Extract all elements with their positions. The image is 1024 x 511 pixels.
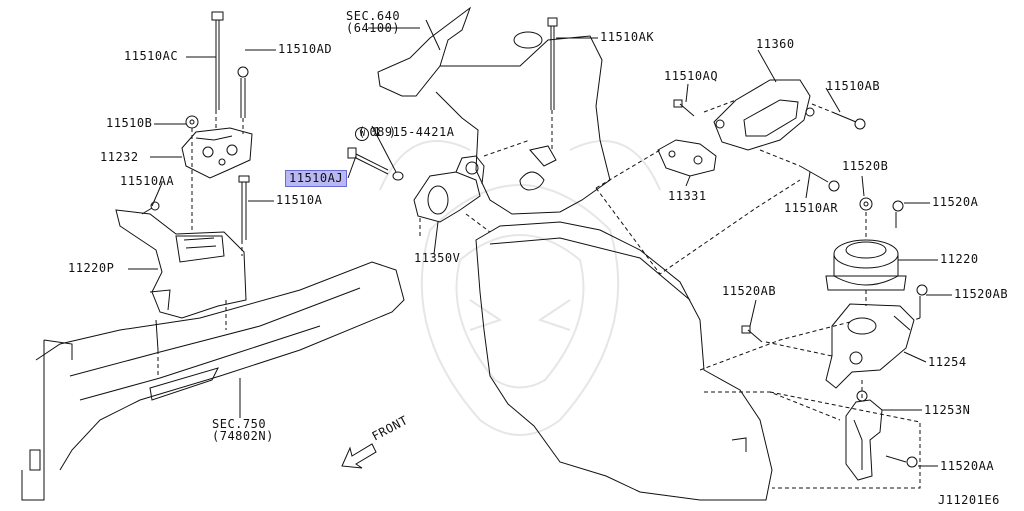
callout-11510AJ-highlighted[interactable]: 11510AJ	[285, 170, 348, 187]
callout-11510AD[interactable]: 11510AD	[278, 42, 333, 56]
section-ref-640-code: (64100)	[346, 21, 401, 35]
callout-11510AA[interactable]: 11510AA	[120, 174, 175, 188]
callout-11220P[interactable]: 11220P	[68, 261, 115, 275]
dashed-leaders-right-lower	[699, 212, 921, 489]
section-ref-750-code: (74802N)	[212, 429, 274, 443]
dashed-leaders-left	[157, 110, 244, 378]
engine-block	[475, 221, 773, 501]
washer-quantity: ( 1 )	[358, 125, 397, 139]
bolt-11510AJ[interactable]	[347, 147, 389, 175]
washer-symbol-icon: W	[355, 127, 370, 141]
callout-11253N[interactable]: 11253N	[924, 403, 971, 417]
callout-11232[interactable]: 11232	[100, 150, 139, 164]
bracket-11331[interactable]	[657, 139, 717, 177]
diagram-id: J11201E6	[938, 493, 1000, 507]
bolt-11520A[interactable]	[892, 200, 904, 228]
section-ref-750-title: SEC.750	[212, 417, 267, 431]
bolt-11510AQ[interactable]	[673, 99, 695, 117]
bracket-11254[interactable]	[825, 303, 915, 389]
mount-11360[interactable]	[713, 79, 815, 151]
dashed-leaders-right-upper	[595, 99, 833, 275]
bolt-11510AR[interactable]	[799, 165, 840, 192]
callout-11520AA[interactable]: 11520AA	[940, 459, 995, 473]
callout-11520B[interactable]: 11520B	[842, 159, 889, 173]
bracket-11232[interactable]	[181, 127, 253, 179]
nut-11510B[interactable]	[185, 115, 199, 129]
callout-11360[interactable]: 11360	[756, 37, 795, 51]
nut-11520B[interactable]	[859, 197, 873, 211]
mount-11350V[interactable]	[413, 155, 485, 223]
callout-11510B[interactable]: 11510B	[106, 116, 153, 130]
label-leader-lines	[128, 19, 952, 467]
callout-11520AB-left[interactable]: 11520AB	[722, 284, 777, 298]
callout-11510A[interactable]: 11510A	[276, 193, 323, 207]
mount-11220P[interactable]	[115, 209, 247, 351]
callout-11510AQ[interactable]: 11510AQ	[664, 69, 719, 83]
callout-11510AB[interactable]: 11510AB	[826, 79, 881, 93]
front-arrow-icon	[341, 443, 377, 469]
callout-11520A[interactable]: 11520A	[932, 195, 979, 209]
bracket-11253N[interactable]	[845, 390, 883, 481]
transmission-block	[377, 6, 611, 215]
bolt-11520AB-right[interactable]	[916, 284, 928, 318]
watermark-emblem	[379, 140, 661, 436]
callout-11510AC[interactable]: 11510AC	[124, 49, 179, 63]
bolt-11510AD[interactable]	[237, 66, 249, 118]
callout-11220[interactable]: 11220	[940, 252, 979, 266]
callout-11254[interactable]: 11254	[928, 355, 967, 369]
bolt-11520AA[interactable]	[885, 455, 918, 468]
callout-11331[interactable]: 11331	[668, 189, 707, 203]
frame-member-sec750	[21, 261, 405, 501]
bolt-11510AK[interactable]	[547, 17, 558, 110]
section-ref-640-title: SEC.640	[346, 9, 401, 23]
bolt-11510AC[interactable]	[211, 11, 224, 110]
callout-11510AK[interactable]: 11510AK	[600, 30, 655, 44]
bolt-11510A[interactable]	[238, 175, 250, 240]
dashed-leaders-center	[419, 110, 553, 236]
callout-11520AB-right[interactable]: 11520AB	[954, 287, 1009, 301]
washer-08915-4421A[interactable]	[392, 171, 404, 181]
washer-part-code: 08915-4421A	[369, 125, 455, 139]
callout-11510AR[interactable]: 11510AR	[784, 201, 839, 215]
callout-11350V[interactable]: 11350V	[414, 251, 461, 265]
bolt-11510AA[interactable]	[141, 201, 160, 215]
mount-11220[interactable]	[825, 239, 907, 291]
bolt-11520AB-left[interactable]	[741, 325, 763, 343]
bolt-11510AB[interactable]	[831, 111, 866, 130]
